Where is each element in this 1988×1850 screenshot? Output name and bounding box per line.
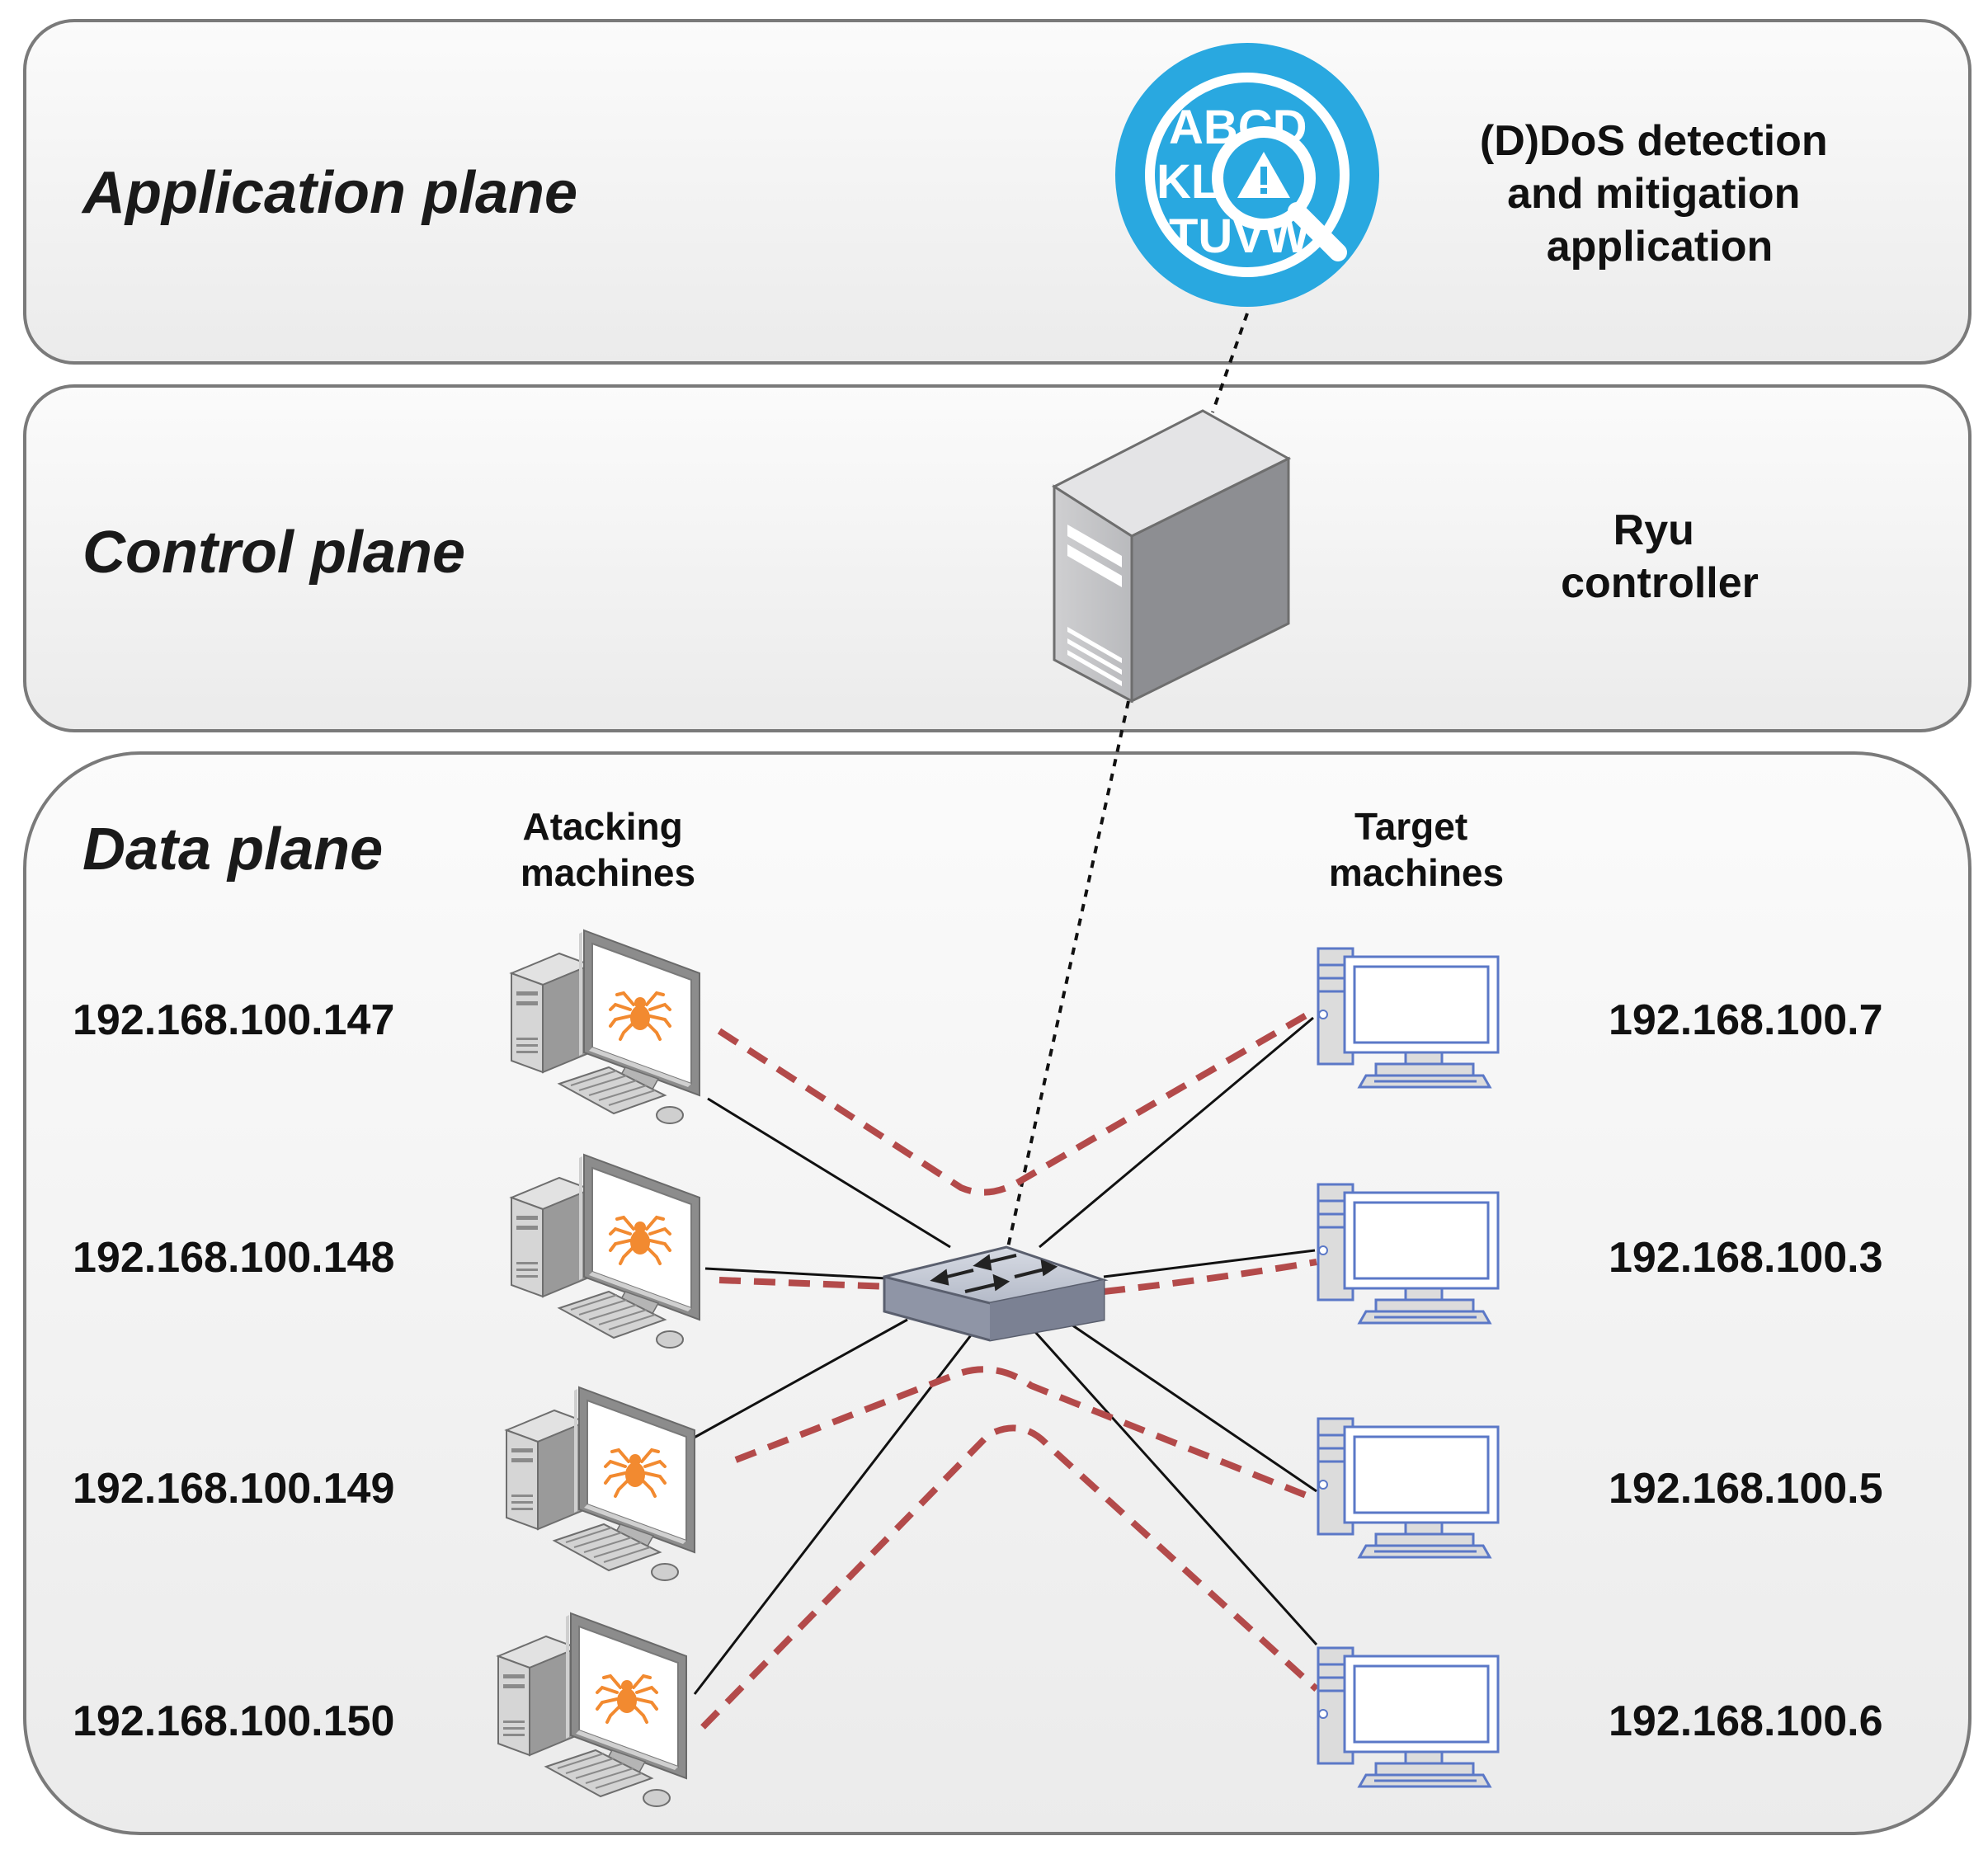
attack-paths [700,1008,1319,1730]
attack-path-147-to-7 [717,1008,1316,1196]
application-label-line-2: and mitigation [1507,170,1800,218]
link-attacker-1 [707,1097,951,1249]
application-plane-panel [23,19,1972,365]
control-plane-title: Control plane [82,520,465,586]
link-attacker-4 [693,1331,975,1695]
target-ip-2: 192.168.100.3 [1609,1234,1883,1282]
physical-links [689,1016,1318,1695]
attacking-title-line-2: machines [521,851,695,894]
server-tower-icon[interactable] [1051,409,1292,704]
link-target-4 [1034,1330,1318,1646]
target-title-line-1: Target [1354,805,1467,848]
ddos-detection-app-icon[interactable]: ABCD KLMN TUVW [1115,43,1379,307]
controller-label: Ryu controller [1561,506,1759,607]
link-target-3 [1063,1318,1317,1493]
target-ip-4: 192.168.100.6 [1609,1697,1883,1745]
target-machines-title: Target machines [1329,805,1504,894]
attacker-ip-4: 192.168.100.150 [73,1697,394,1745]
link-attacker-2 [704,1267,888,1280]
app-to-controller-link [1211,313,1249,413]
target-title-line-2: machines [1329,851,1504,894]
attacker-ip-1: 192.168.100.147 [73,996,394,1044]
attacker-ip-2: 192.168.100.148 [73,1234,394,1282]
controller-label-line-1: Ryu [1613,506,1694,554]
controller-to-switch-link [1006,700,1130,1248]
control-plane-panel [23,384,1972,732]
application-label-line-1: (D)DoS detection [1480,117,1828,165]
attack-path-150-to-6 [700,1424,1319,1730]
controller-label-line-2: controller [1561,559,1759,607]
attack-path-148-to-3 [718,1259,1317,1295]
application-label-line-3: application [1547,223,1773,271]
attacker-ip-3: 192.168.100.149 [73,1465,394,1513]
attacking-machines-title: Atacking machines [521,805,695,894]
attacking-title-line-1: Atacking [522,805,682,848]
target-ip-1: 192.168.100.7 [1609,996,1883,1044]
network-switch-icon[interactable] [883,1245,1109,1342]
application-plane-title: Application plane [81,160,577,226]
link-target-1 [1039,1016,1314,1249]
link-attacker-3 [689,1318,908,1442]
data-plane-title: Data plane [82,817,383,883]
link-target-2 [1103,1249,1316,1278]
application-label: (D)DoS detection and mitigation applicat… [1480,117,1840,271]
target-ip-3: 192.168.100.5 [1609,1465,1883,1513]
